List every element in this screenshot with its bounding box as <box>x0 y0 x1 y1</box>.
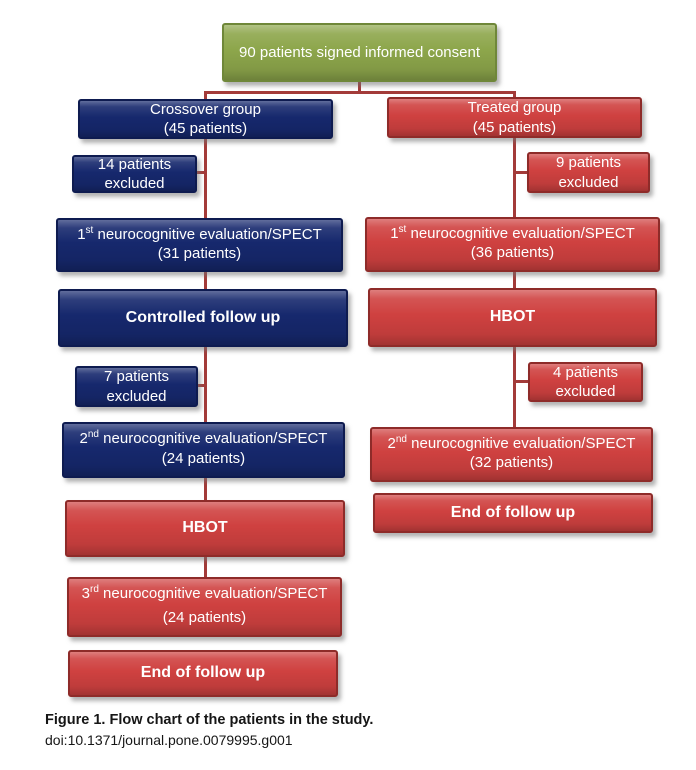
box-sublabel: excluded <box>106 387 167 405</box>
box-label: End of follow up <box>450 503 576 521</box>
box-sublabel: (45 patients) <box>472 118 557 136</box>
hbot-treated-box: HBOT <box>368 288 657 347</box>
connector-hbot-to-eval3 <box>204 555 207 579</box>
connector-stub-excluded-7 <box>194 384 206 387</box>
connector-eval1-to-hbot <box>513 270 516 290</box>
figure-caption-title: Figure 1. Flow chart of the patients in … <box>45 712 374 728</box>
hbot-crossover-box: HBOT <box>65 500 345 557</box>
connector-treated-to-eval1 <box>513 136 516 219</box>
box-sublabel: excluded <box>558 173 619 191</box>
connector-eval1-to-controlled <box>204 270 207 291</box>
box-label: HBOT <box>182 519 228 537</box>
box-label: 1st neurocognitive evaluation/SPECT <box>77 225 322 244</box>
connector-hbot-to-eval2 <box>513 345 516 429</box>
excluded-9-box: 9 patients excluded <box>527 152 650 193</box>
box-label: 3rd neurocognitive evaluation/SPECT <box>81 584 328 603</box>
box-label: HBOT <box>489 308 536 326</box>
excluded-14-box: 14 patients excluded <box>72 155 197 193</box>
connector-eval2-to-hbot <box>204 476 207 502</box>
excluded-7-box: 7 patients excluded <box>75 366 198 407</box>
eval2-treated-box: 2nd neurocognitive evaluation/SPECT (32 … <box>370 427 653 482</box>
box-label: End of follow up <box>140 664 266 682</box>
box-sublabel: excluded <box>555 383 616 400</box>
connector-consent-down <box>358 80 361 94</box>
box-label: 90 patients signed informed consent <box>239 43 480 61</box>
box-sublabel: (36 patients) <box>470 244 555 262</box>
box-label: Crossover group <box>150 100 261 118</box>
connector-into-treated <box>513 91 516 101</box>
box-sublabel: (24 patients) <box>161 449 246 467</box>
controlled-follow-up-box: Controlled follow up <box>58 289 348 347</box>
figure-caption-doi: doi:10.1371/journal.pone.0079995.g001 <box>45 731 293 748</box>
crossover-group-box: Crossover group (45 patients) <box>78 99 333 139</box>
box-label: Controlled follow up <box>125 308 281 326</box>
connector-into-crossover <box>204 91 207 103</box>
box-label: Treated group <box>467 99 562 117</box>
eval2-crossover-box: 2nd neurocognitive evaluation/SPECT (24 … <box>62 422 345 478</box>
eval3-crossover-box: 3rd neurocognitive evaluation/SPECT (24 … <box>67 577 342 637</box>
end-of-follow-up-crossover-box: End of follow up <box>68 650 338 697</box>
box-label: 2nd neurocognitive evaluation/SPECT <box>79 429 328 448</box>
box-label: 14 patients <box>97 155 172 173</box>
excluded-4-box: 4 patients excluded <box>528 362 643 402</box>
connector-split-horizontal <box>204 91 516 94</box>
connector-crossover-to-eval1 <box>204 137 207 220</box>
box-sublabel: (31 patients) <box>157 245 242 263</box>
figure-caption: Figure 1. Flow chart of the patients in … <box>45 711 373 749</box>
treated-group-box: Treated group (45 patients) <box>387 97 642 138</box>
consent-box: 90 patients signed informed consent <box>222 23 497 82</box>
box-label: 9 patients <box>555 154 622 172</box>
end-of-follow-up-treated-box: End of follow up <box>373 493 653 533</box>
connector-stub-excluded-14 <box>193 171 206 174</box>
box-label: 1st neurocognitive evaluation/SPECT <box>390 224 635 243</box>
eval1-treated-box: 1st neurocognitive evaluation/SPECT (36 … <box>365 217 660 272</box>
box-sublabel: (32 patients) <box>469 454 554 472</box>
connector-stub-excluded-9 <box>514 171 529 174</box>
eval1-crossover-box: 1st neurocognitive evaluation/SPECT (31 … <box>56 218 343 272</box>
box-label: 2nd neurocognitive evaluation/SPECT <box>387 434 636 453</box>
box-label: 4 patients <box>552 363 619 381</box>
box-sublabel: (24 patients) <box>162 608 247 626</box>
box-label: 7 patients <box>103 368 170 386</box>
connector-stub-excluded-4 <box>514 380 529 383</box>
box-sublabel: excluded <box>104 175 165 192</box>
box-sublabel: (45 patients) <box>163 120 248 137</box>
